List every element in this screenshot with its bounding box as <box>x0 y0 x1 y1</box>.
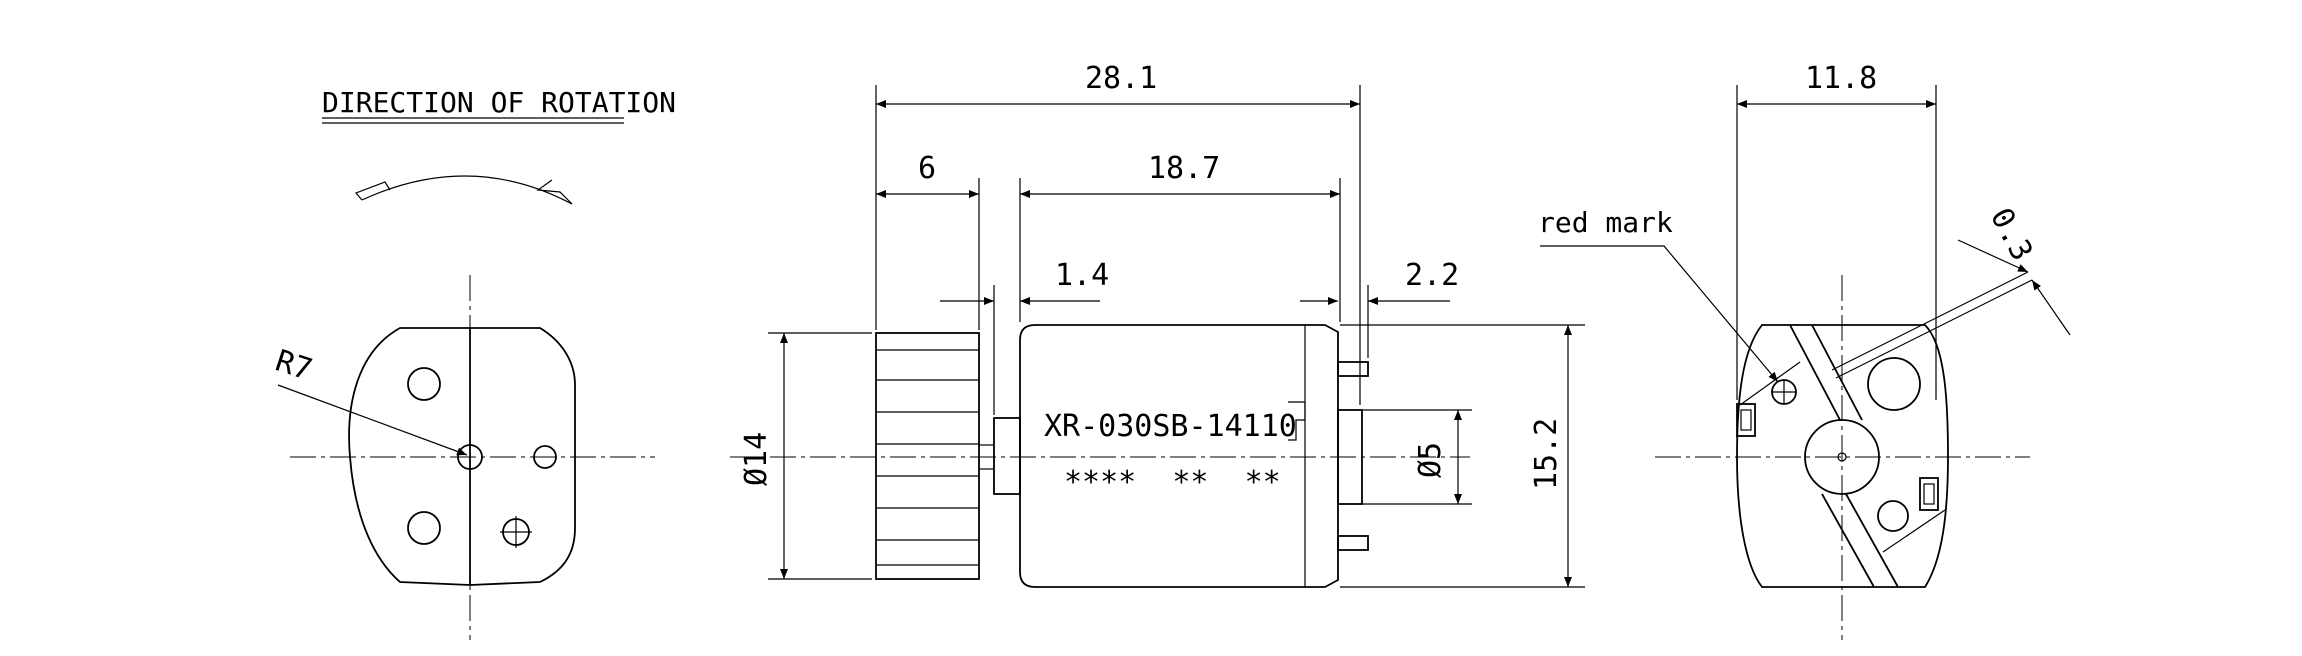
model-label: XR-030SB-14110 <box>1044 409 1297 444</box>
side-view: XR-030SB-14110 **** ** ** 28.1 6 18.7 1.… <box>730 61 1585 588</box>
rotation-heading: DIRECTION OF ROTATION <box>322 86 676 119</box>
body-height-dim: 15.2 <box>1529 418 1564 490</box>
shaft-diameter-dim: Ø5 <box>1413 442 1448 478</box>
gap-dim: 1.4 <box>1055 258 1109 293</box>
terminal-thickness-dim: 0.3 <box>1983 202 2039 266</box>
body-length-dim: 18.7 <box>1148 151 1220 186</box>
code-label: **** ** ** <box>1064 465 1281 500</box>
right-rear-view: red mark 11.8 0.3 <box>1538 61 2071 640</box>
width-dim: 11.8 <box>1805 61 1877 96</box>
overall-length-dim: 28.1 <box>1085 61 1157 96</box>
weight-length-dim: 6 <box>918 151 936 186</box>
left-end-view: DIRECTION OF ROTATION R7 <box>271 86 676 640</box>
terminal-symbol-icon <box>500 516 532 548</box>
terminal-length-dim: 2.2 <box>1405 258 1459 293</box>
red-mark-label: red mark <box>1538 206 1673 239</box>
weight-diameter-dim: Ø14 <box>739 432 774 486</box>
eccentric-weight <box>875 332 980 580</box>
red-mark-symbol-icon <box>1771 379 1797 405</box>
radius-label: R7 <box>271 344 316 388</box>
rotation-arrow-icon <box>354 175 573 205</box>
